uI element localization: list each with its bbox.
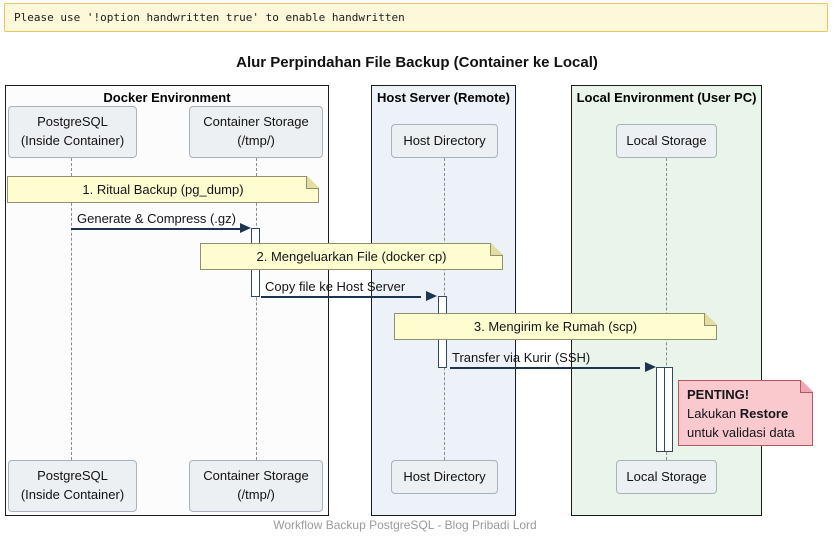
participant-label: Host Directory — [403, 468, 486, 484]
env-label-host-server: Host Server (Remote) — [377, 90, 510, 105]
participant-host-directory-top: Host Directory — [391, 124, 498, 158]
message-3-label: Transfer via Kurir (SSH) — [452, 350, 591, 365]
note-fold-corner-icon — [306, 176, 319, 189]
note-text: 3. Mengirim ke Rumah (scp) — [473, 319, 638, 334]
message-2-label: Copy file ke Host Server — [265, 279, 406, 294]
message-2-line — [261, 296, 421, 298]
note-fold-corner-icon — [704, 313, 717, 326]
note-step-2: 2. Mengeluarkan File (docker cp) — [200, 243, 503, 270]
participant-label: Host Directory — [403, 132, 486, 148]
lifeline-postgresql — [71, 158, 72, 460]
warning-line-3: untuk validasi data — [687, 425, 795, 440]
participant-container-storage-top: Container Storage (/tmp/) — [189, 106, 323, 158]
arrowhead-right-icon — [645, 362, 656, 372]
participant-label: Container Storage — [203, 114, 309, 130]
lifeline-container-storage — [256, 158, 257, 460]
participant-sublabel: (/tmp/) — [237, 133, 275, 148]
participant-postgresql-bottom: PostgreSQL (Inside Container) — [8, 460, 137, 512]
note-fold-corner-icon — [490, 243, 503, 256]
arrowhead-right-icon — [426, 291, 437, 301]
note-text: 1. Ritual Backup (pg_dump) — [82, 182, 244, 197]
warning-line-2: Lakukan Restore — [687, 406, 789, 421]
note-fold-corner-icon — [800, 380, 813, 393]
participant-container-storage-bottom: Container Storage (/tmp/) — [189, 460, 323, 512]
banner-text: Please use '!option handwritten true' to… — [14, 11, 405, 24]
participant-label: PostgreSQL — [37, 468, 108, 484]
participant-label: Container Storage — [203, 468, 309, 484]
participant-host-directory-bottom: Host Directory — [391, 460, 498, 494]
participant-sublabel: (Inside Container) — [20, 487, 125, 502]
lifeline-local-storage — [666, 158, 667, 460]
env-label-docker: Docker Environment — [103, 90, 231, 105]
diagram-footer: Workflow Backup PostgreSQL - Blog Pribad… — [273, 518, 537, 532]
participant-sublabel: (Inside Container) — [20, 133, 125, 148]
note-warning-restore: PENTING! Lakukan Restore untuk validasi … — [678, 380, 813, 446]
participant-local-storage-bottom: Local Storage — [616, 460, 717, 494]
participant-postgresql-top: PostgreSQL (Inside Container) — [8, 106, 137, 158]
participant-label: PostgreSQL — [37, 114, 108, 130]
participant-sublabel: (/tmp/) — [237, 487, 275, 502]
note-step-1: 1. Ritual Backup (pg_dump) — [7, 176, 319, 203]
participant-label: Local Storage — [626, 132, 707, 148]
note-step-3: 3. Mengirim ke Rumah (scp) — [394, 313, 717, 340]
warning-title: PENTING! — [687, 387, 750, 402]
note-text: 2. Mengeluarkan File (docker cp) — [256, 249, 447, 264]
message-1-line — [71, 228, 243, 230]
message-1-label: Generate & Compress (.gz) — [77, 211, 236, 226]
arrowhead-right-icon — [240, 223, 251, 233]
handwritten-option-banner: Please use '!option handwritten true' to… — [4, 3, 828, 32]
env-label-local: Local Environment (User PC) — [576, 90, 757, 105]
participant-local-storage-top: Local Storage — [616, 124, 717, 158]
message-3-line — [450, 367, 640, 369]
diagram-title: Alur Perpindahan File Backup (Container … — [236, 54, 598, 71]
participant-label: Local Storage — [626, 468, 707, 484]
activation-bar-local-storage-nested — [664, 367, 673, 452]
